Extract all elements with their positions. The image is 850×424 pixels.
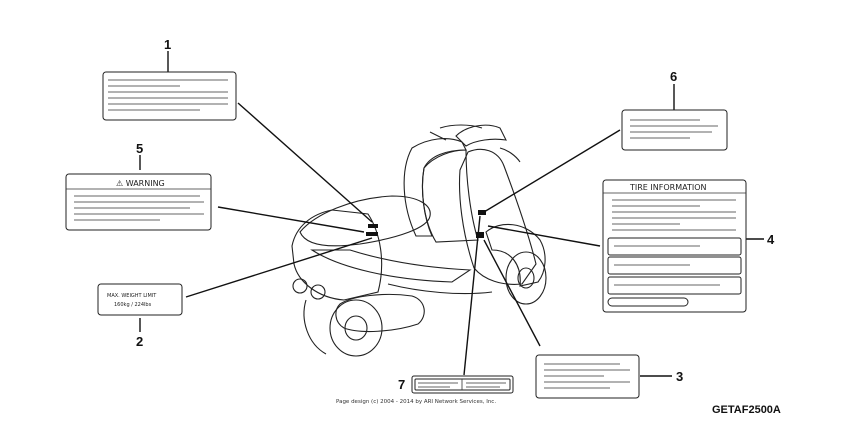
body-label-marker-1 [368, 224, 378, 228]
callout-7: 7 [398, 377, 405, 392]
label-1-decal [102, 71, 237, 121]
scooter-inner-shield [421, 149, 479, 243]
scooter-rear-hub [344, 315, 368, 341]
leader-lines [139, 51, 764, 377]
scooter-muffler [335, 293, 425, 332]
scooter-rear-body [291, 209, 383, 301]
scooter-headset [455, 124, 507, 147]
tire-info-heading: TIRE INFORMATION [629, 183, 707, 192]
scooter-illustration [291, 124, 547, 357]
label-3-decal [535, 354, 640, 399]
max-weight-line-2: 160kg / 224lbs [114, 302, 152, 308]
callout-4: 4 [767, 232, 775, 247]
callout-1: 1 [164, 37, 171, 52]
scooter-front-wheel [505, 251, 547, 305]
label-7-decal [411, 375, 514, 394]
label-4-tire-information-decal: TIRE INFORMATION [602, 179, 747, 313]
label-6-decal [621, 109, 728, 151]
max-weight-line-1: MAX. WEIGHT LIMIT [107, 293, 157, 299]
scooter-rear-bumper [303, 299, 327, 355]
callout-5: 5 [136, 141, 143, 156]
scooter-floor [310, 249, 472, 283]
scooter-floor-edge [387, 283, 493, 295]
body-label-marker-6 [478, 210, 486, 215]
callout-6: 6 [670, 69, 677, 84]
diagram-code: GETAF2500A [712, 404, 781, 416]
warning-heading: ⚠ WARNING [116, 179, 165, 188]
label-2-max-weight-decal: MAX. WEIGHT LIMIT 160kg / 224lbs [97, 283, 183, 316]
scooter-seat [299, 195, 431, 247]
scooter-handlebar [429, 124, 521, 163]
scooter-taillight-right [310, 284, 326, 300]
body-label-marker-3 [476, 232, 484, 238]
scooter-taillight-left [292, 278, 308, 294]
scooter-front-body [458, 148, 537, 285]
label-5-warning-decal: ⚠ WARNING [65, 173, 212, 231]
copyright-notice: Page design (c) 2004 - 2014 by ARI Netwo… [336, 399, 496, 405]
callout-2: 2 [136, 334, 143, 349]
scooter-leg-shield [403, 138, 467, 237]
body-label-marker-5 [366, 232, 378, 236]
scooter-front-hub [517, 267, 535, 289]
callout-3: 3 [676, 369, 683, 384]
scooter-rear-wheel [329, 299, 383, 357]
